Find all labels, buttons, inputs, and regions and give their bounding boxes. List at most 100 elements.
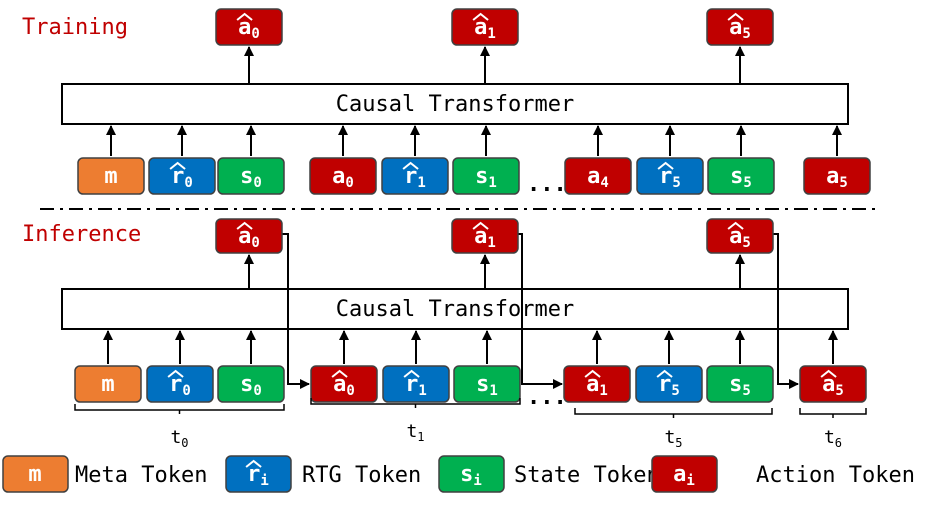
token-label: s5 <box>729 372 751 399</box>
feedback-arrow <box>282 233 310 389</box>
legend-swatch <box>2 455 69 493</box>
hat-accent <box>727 12 744 21</box>
token-label: a5 <box>729 15 751 42</box>
training-token-state: s5 <box>707 157 775 195</box>
meta-token-box <box>77 157 145 195</box>
action-token-box <box>215 8 283 46</box>
rtg-token-box <box>148 157 216 195</box>
training-token-rtg: r0 <box>148 157 216 195</box>
legend-label: State Token <box>514 463 660 488</box>
legend-label: Action Token <box>756 463 915 488</box>
timestep-bracket <box>74 404 285 411</box>
inference-arrows <box>103 233 838 389</box>
token-label: s1 <box>475 164 497 191</box>
inference-token-rtg: r1 <box>382 365 450 403</box>
hat-accent <box>727 221 744 230</box>
inference-label: Inference <box>22 222 141 247</box>
rtg-token-box <box>146 365 214 403</box>
token-label: a0 <box>333 372 355 399</box>
token-label: a5 <box>729 224 751 251</box>
rtg-token-box <box>636 157 704 195</box>
inference-ellipsis: ... <box>527 385 567 410</box>
token-label: r1 <box>405 372 427 399</box>
training-ellipsis: ... <box>527 172 567 197</box>
timestep-label: t1 <box>406 421 424 444</box>
token-label: s0 <box>240 164 262 191</box>
hat-accent <box>331 369 348 378</box>
token-label: a0 <box>332 164 354 191</box>
feedback-arrow <box>773 233 799 389</box>
hat-accent <box>167 369 184 378</box>
inference-token-meta: m <box>74 365 142 403</box>
training-token-action: a5 <box>803 157 871 195</box>
token-label: m <box>104 164 117 189</box>
hat-accent <box>472 12 489 21</box>
inference-token-state: s0 <box>217 365 285 403</box>
hat-accent <box>245 459 262 468</box>
action-token-box <box>706 218 774 254</box>
token-label: a0 <box>238 15 260 42</box>
action-token-box <box>309 157 377 195</box>
state-token-box <box>217 157 285 195</box>
state-token-box <box>707 157 775 195</box>
training-output-token: a5 <box>706 8 774 46</box>
meta-token-box <box>74 365 142 403</box>
timestep-bracket <box>799 408 867 415</box>
hat-accent <box>657 161 674 170</box>
hat-accent <box>403 369 420 378</box>
token-label: s0 <box>240 372 262 399</box>
inference-token-state: s5 <box>706 365 774 403</box>
rtg-token-box <box>381 157 449 195</box>
training-token-rtg: r1 <box>381 157 449 195</box>
feedback-arrow <box>518 233 563 389</box>
hat-accent <box>169 161 186 170</box>
hat-accent <box>402 161 419 170</box>
token-label: a4 <box>587 164 609 191</box>
action-token-box <box>563 365 631 403</box>
inference-token-action: a5 <box>799 365 867 403</box>
legend-swatch <box>225 455 292 493</box>
legend-label: RTG Token <box>302 463 421 488</box>
training-arrows <box>106 46 842 156</box>
inference-transformer-label: Causal Transformer <box>336 297 574 322</box>
training-token-action: a4 <box>564 157 632 195</box>
state-token-box <box>706 365 774 403</box>
action-token-box <box>564 157 632 195</box>
action-token-box <box>310 365 378 403</box>
action-token-box <box>215 218 283 254</box>
token-label: si <box>460 462 482 489</box>
state-token-box <box>217 365 285 403</box>
hat-accent <box>236 221 253 230</box>
inference-token-action: a0 <box>310 365 378 403</box>
inference-transformer: Causal Transformer <box>61 288 849 330</box>
state-token-box <box>452 157 520 195</box>
token-label: r1 <box>404 164 426 191</box>
state-token-box <box>453 365 521 403</box>
training-token-meta: m <box>77 157 145 195</box>
token-label: r0 <box>169 372 191 399</box>
hat-accent <box>584 369 601 378</box>
token-label: m <box>101 372 114 397</box>
training-token-state: s0 <box>217 157 285 195</box>
training-label: Training <box>22 15 128 40</box>
inference-token-rtg: r0 <box>146 365 214 403</box>
legend-item-state: si State Token <box>438 455 660 493</box>
inference-token-rtg: r5 <box>635 365 703 403</box>
training-token-state: s1 <box>452 157 520 195</box>
token-label: a5 <box>826 164 848 191</box>
legend-swatch <box>651 455 718 493</box>
rtg-token-box <box>635 365 703 403</box>
hat-accent <box>656 369 673 378</box>
hat-accent <box>820 369 837 378</box>
inference-output-token: a0 <box>215 218 283 254</box>
action-token-box <box>451 218 519 254</box>
token-label: a1 <box>586 372 608 399</box>
token-label: r5 <box>659 164 681 191</box>
